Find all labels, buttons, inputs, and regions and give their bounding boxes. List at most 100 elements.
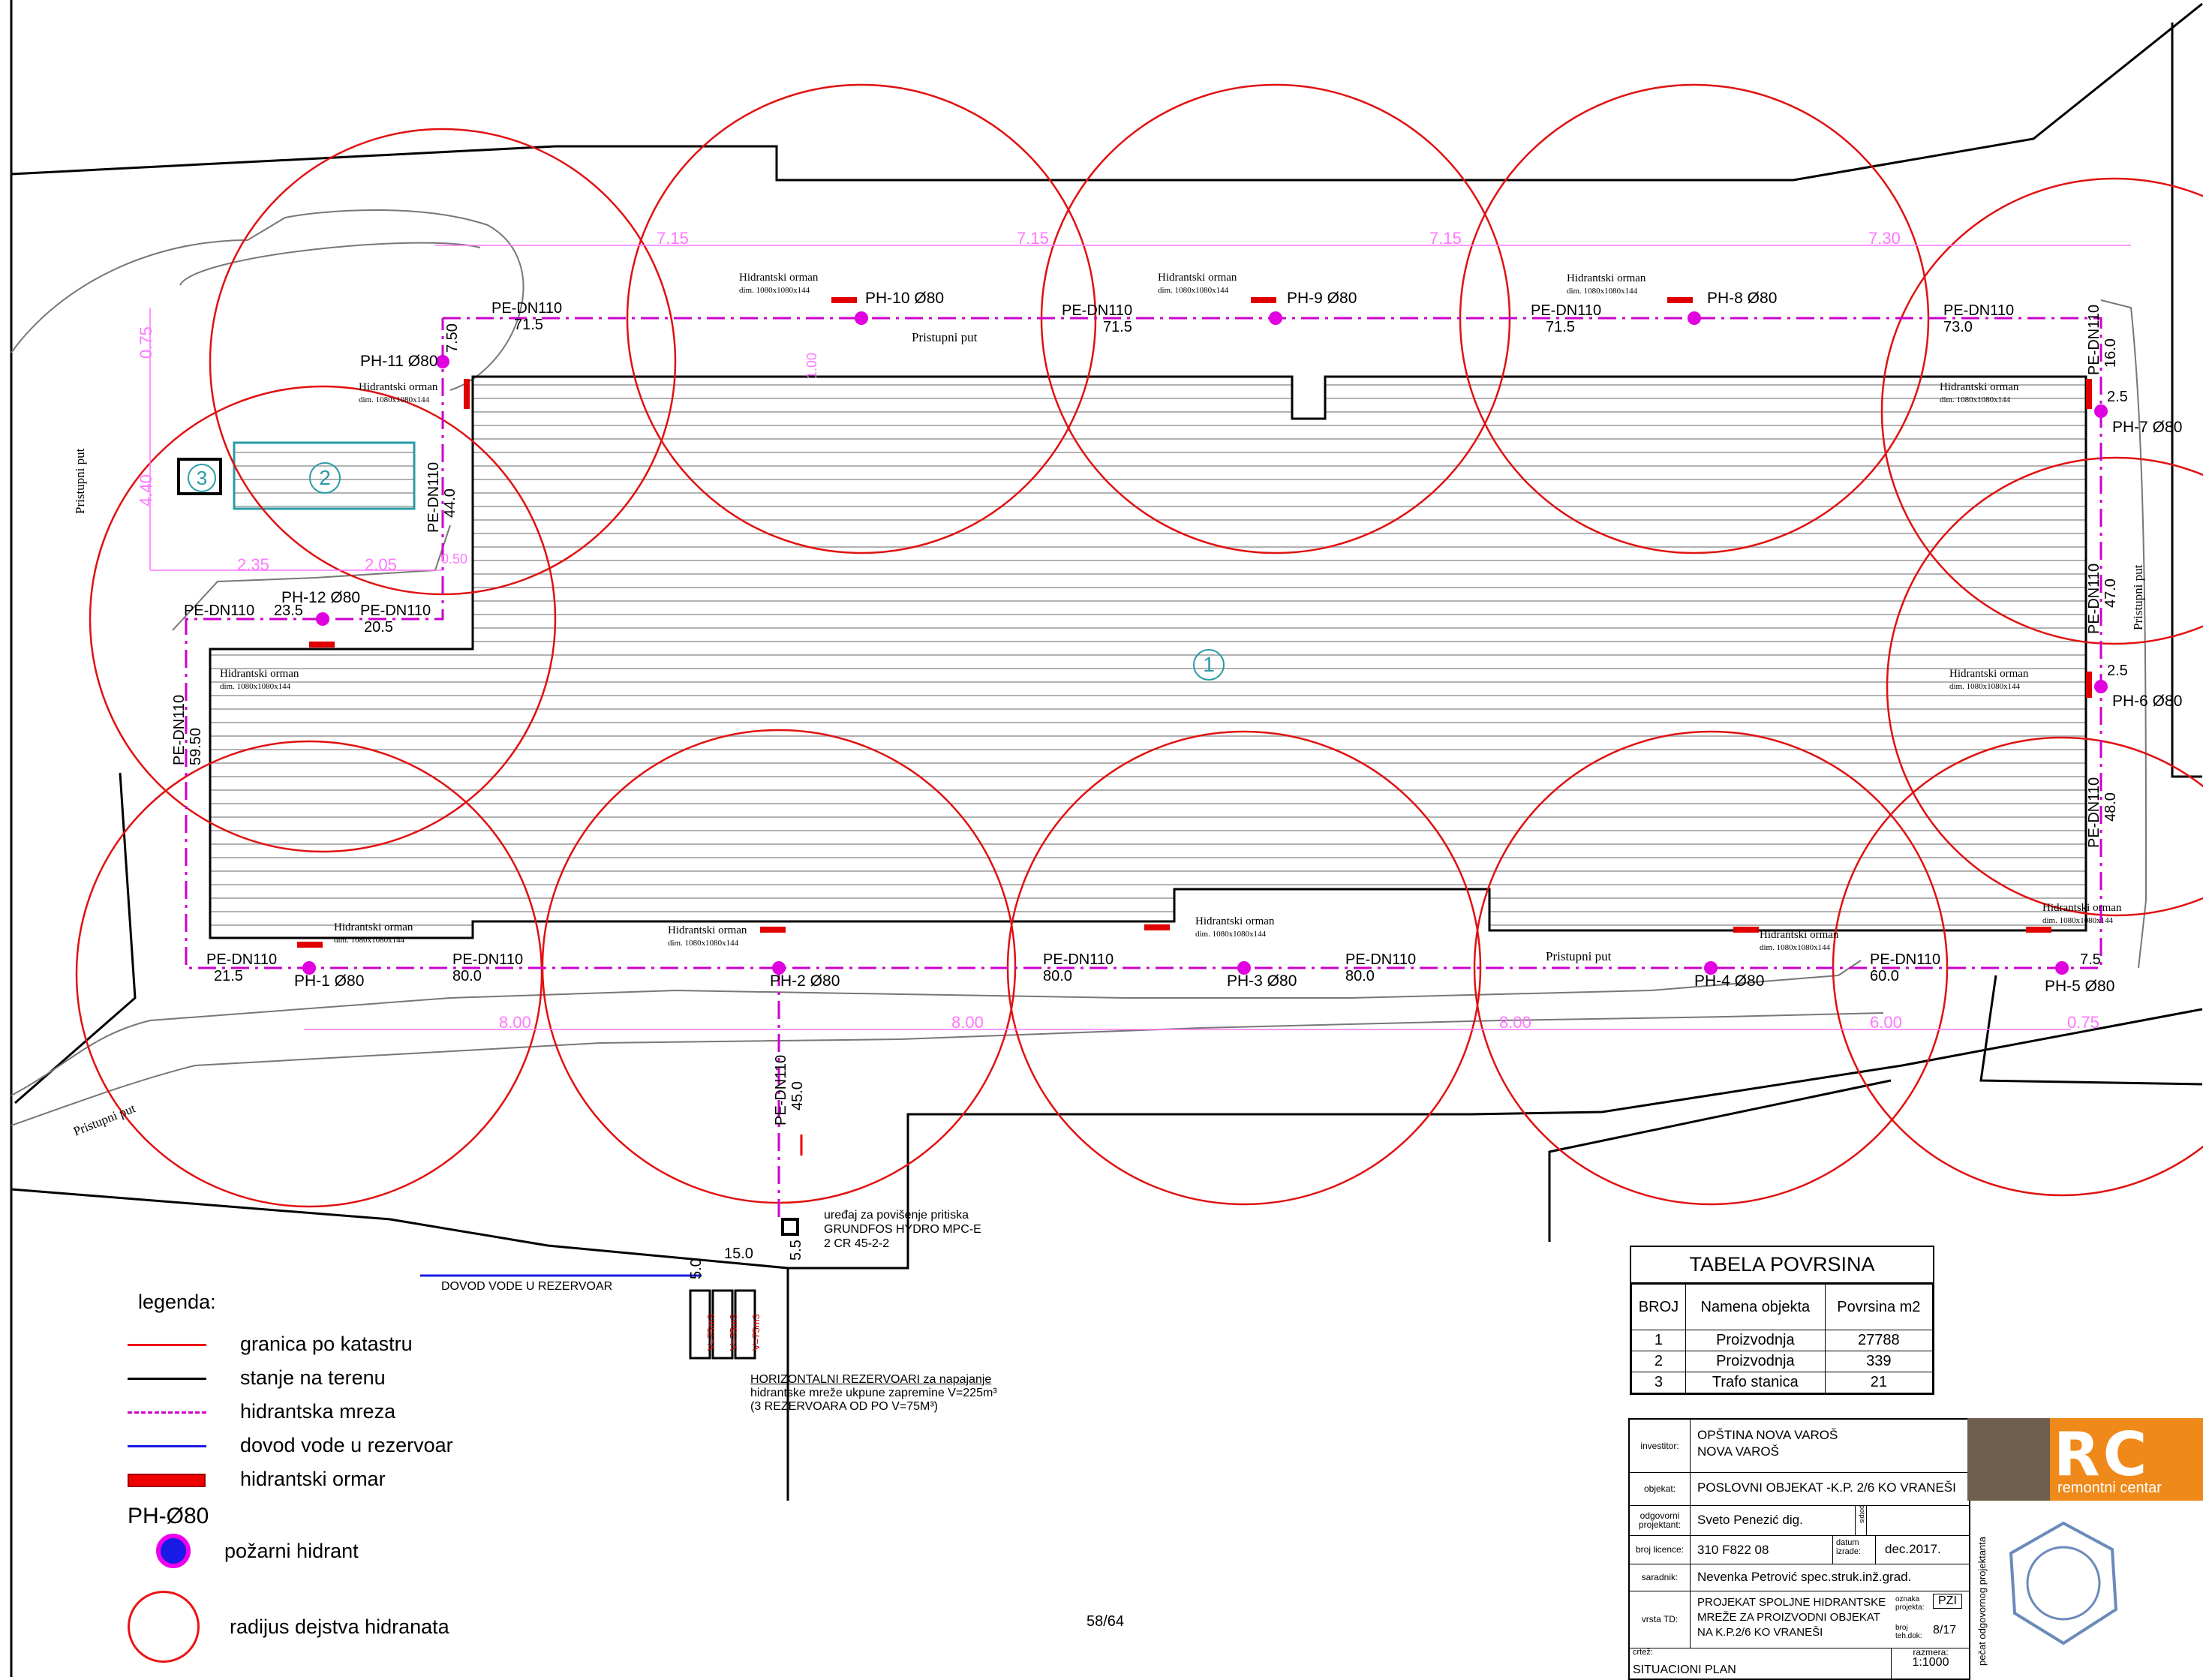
object-number: 3 [188, 464, 216, 492]
legend-item: radijus dejstva hidranata [128, 1591, 518, 1663]
object-number: 1 [1193, 649, 1225, 681]
terrain-line-icon [128, 1371, 210, 1386]
tank-label: V=75m3 [728, 1314, 739, 1351]
pipe-length: 5.5 [788, 1240, 804, 1261]
dimension-label: 2.35 [237, 555, 269, 574]
dimension-label: 7.15 [1429, 229, 1462, 248]
dimension-label: 1.00 [804, 352, 819, 379]
legend-item: hidrantski ormar [128, 1462, 518, 1496]
legend: legenda: granica po katastru stanje na t… [128, 1291, 518, 1663]
stamp-label: pečat odgovornog projektanta [1976, 1536, 1988, 1666]
stamp-icon [2009, 1521, 2118, 1645]
hydrant-label: PH-3 Ø80 [1227, 972, 1297, 990]
pipe-length: 2.5 [2107, 663, 2128, 679]
road-label: Pristupni put [2131, 564, 2145, 630]
hydrant-label: PH-2 Ø80 [770, 972, 840, 990]
dimension-label: 8.00 [499, 1013, 531, 1032]
legend-title: legenda: [138, 1291, 216, 1313]
pipe-length: 2.5 [2107, 389, 2128, 405]
area-table-title: TABELA POVRSINA [1631, 1247, 1933, 1284]
dimension-label: 4.40 [137, 474, 155, 506]
supply-line-icon [128, 1438, 210, 1453]
dimension-label: 0.75 [2067, 1013, 2099, 1032]
hydrant-markers [302, 311, 2108, 975]
dimension-label: 0.50 [441, 551, 468, 567]
radius-circle-icon [128, 1591, 200, 1663]
hydrant-label: PH-7 Ø80 [2112, 419, 2183, 436]
hydrant-ph-11 [436, 355, 449, 368]
title-row-saradnik: saradnik: Nevenka Petrović spec.struk.in… [1630, 1564, 1969, 1591]
pipe-length: 15.0 [724, 1246, 753, 1262]
dimension-label: 0.75 [137, 326, 155, 359]
building-1 [209, 375, 2087, 939]
dimension-label: 2.05 [365, 555, 397, 574]
legend-item: dovod vode u rezervoar [128, 1429, 518, 1462]
hydrant-label: PH-12 Ø80 [281, 589, 361, 606]
pipe-label: PE-DN110 [184, 603, 255, 619]
dimension-lines [149, 245, 2131, 1030]
dimension-label: 8.00 [1499, 1013, 1531, 1032]
pipe-length: 7.50 [444, 323, 461, 353]
hydrant-ph-6 [2094, 680, 2108, 693]
legend-item: požarni hidrant [128, 1534, 518, 1568]
hydrant-label: PH-8 Ø80 [1707, 290, 1778, 307]
supply-label: DOVOD VODE U REZERVOAR [441, 1280, 613, 1293]
title-row-licence: broj licence: 310 F822 08 datum izrade: … [1630, 1535, 1969, 1564]
legend-ph-label: PH-Ø80 [128, 1504, 209, 1528]
terrain-lines [10, 0, 2203, 1677]
page-number: 58/64 [1086, 1613, 1125, 1630]
road-label: Pristupni put [73, 448, 87, 514]
hydrant-ph-3 [1237, 961, 1251, 975]
pipe-length: 5.0 [688, 1258, 705, 1279]
hydrant-icon [156, 1534, 191, 1568]
dimension-label: 7.30 [1868, 229, 1901, 248]
hydrant-label: PH-1 Ø80 [294, 972, 365, 990]
hydrant-ph-1 [302, 961, 316, 975]
legend-item: granica po katastru [128, 1327, 518, 1361]
hydrant-ph-9 [1269, 311, 1282, 325]
hydrant-radius-circles [75, 83, 2203, 1208]
boundary-line-icon [128, 1337, 210, 1352]
hydrant-label: PH-11 Ø80 [360, 353, 438, 370]
building-3 [177, 458, 222, 495]
dimension-label: 8.00 [951, 1013, 984, 1032]
title-row-projektant: odgovorni projektant: Sveto Penezić dig.… [1630, 1505, 1969, 1536]
road-label: Pristupni put [1546, 949, 1612, 963]
hydrant-ph-10 [855, 311, 868, 325]
terrain-contours [11, 209, 2147, 1126]
table-header: Namena objekta [1685, 1284, 1826, 1330]
hydrant-ph-4 [1704, 961, 1718, 975]
hydrant-ph-8 [1688, 311, 1701, 325]
hydrant-label: PH-6 Ø80 [2112, 693, 2183, 710]
